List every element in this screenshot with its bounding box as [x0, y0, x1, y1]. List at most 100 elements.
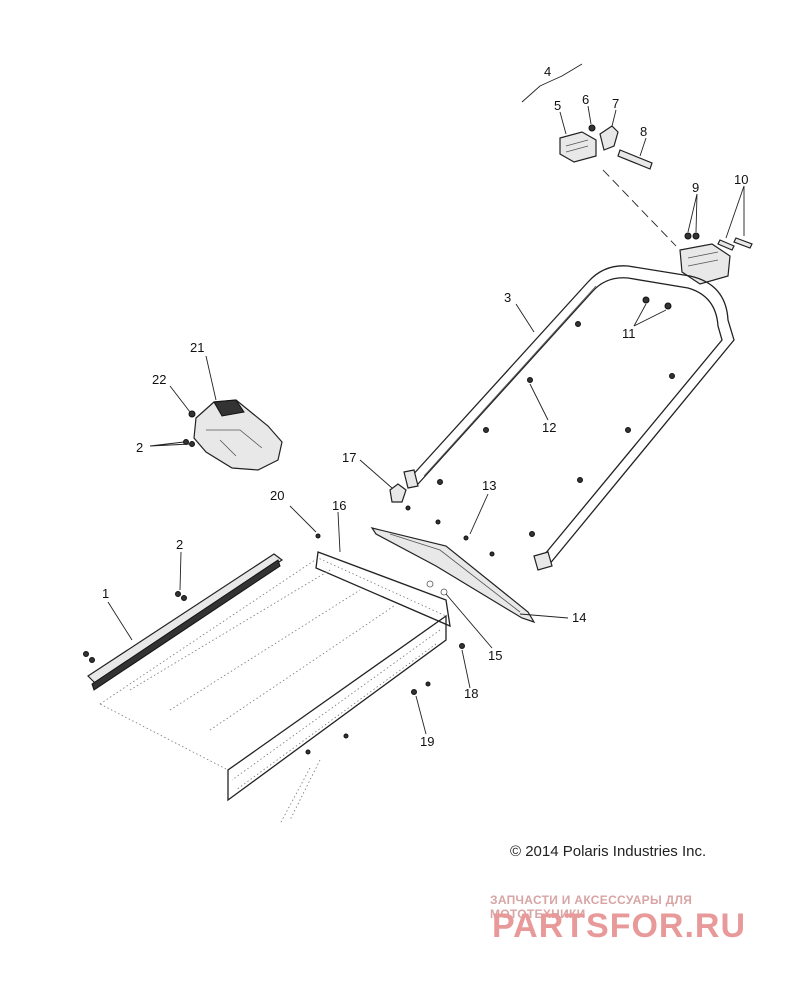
trim-strip-body: [370, 527, 536, 624]
callout-4-brace: [521, 63, 583, 103]
callout-17: 17: [342, 450, 356, 465]
bed-side-rib: [231, 629, 441, 791]
part-17-clip: [389, 483, 407, 503]
frame-tube-outer: [409, 265, 735, 567]
part-11-nut: [664, 302, 672, 310]
part-2-screw: [181, 595, 187, 601]
leader-lines: [107, 105, 745, 735]
callout-8: 8: [640, 124, 647, 139]
bed-fastener: [305, 749, 311, 755]
part-13-screw: [463, 535, 469, 541]
bed-front-lip: [315, 551, 451, 628]
side-rail-base: [91, 559, 281, 691]
leader-2a: [179, 551, 182, 591]
callout-7: 7: [612, 96, 619, 111]
mount-bracket: [679, 243, 731, 285]
part-5-bracket: [559, 131, 597, 163]
part-13-screw: [405, 505, 411, 511]
frame-fastener: [527, 377, 533, 383]
part-10-bolt-b: [733, 237, 753, 249]
callout-9: 9: [692, 180, 699, 195]
part-10-bolt-a: [717, 239, 735, 251]
part-9-nut-a: [684, 232, 692, 240]
part-16-bed-panel: [99, 533, 465, 825]
callouts: 1 2 2 3 4 5 6 7 8 9 10 11 12 13 14 15 16…: [102, 64, 748, 749]
bed-surface-lines: [129, 569, 395, 731]
frame-fastener: [529, 531, 535, 537]
rail-fastener: [89, 657, 95, 663]
watermark-tagline: ЗАПЧАСТИ И АКСЕССУАРЫ ДЛЯ МОТОТЕХНИКИ: [490, 893, 693, 921]
part-20-screw: [315, 533, 321, 539]
part-7-clip: [599, 125, 619, 151]
callout-13: 13: [482, 478, 496, 493]
part-1-side-rail: [83, 553, 284, 691]
part-13-screw: [489, 551, 495, 557]
leader-12: [529, 383, 549, 421]
part-14-trim-strip: [370, 505, 536, 624]
frame-fastener: [577, 477, 583, 483]
leader-6: [587, 105, 592, 125]
callout-22: 22: [152, 372, 166, 387]
part-11-nut: [642, 296, 650, 304]
callout-12: 12: [542, 420, 556, 435]
trim-strip-edge: [389, 533, 521, 613]
watermark-logo: PARTSFOR.RU: [492, 907, 746, 945]
watermark-logo-text: PARTSFOR.RU: [492, 907, 746, 945]
leader-16: [337, 511, 341, 553]
frame-fastener: [669, 373, 675, 379]
leader-2b: [149, 441, 191, 447]
leader-8: [639, 137, 647, 157]
part-22-screw: [188, 410, 196, 418]
callout-10: 10: [734, 172, 748, 187]
part-5-bracket-detail: [565, 139, 589, 153]
frame-tube-end-right: [533, 551, 553, 571]
callout-15: 15: [488, 648, 502, 663]
part-2-screw: [175, 591, 181, 597]
callout-4: 4: [544, 64, 551, 79]
frame-fastener: [437, 479, 443, 485]
callout-16: 16: [332, 498, 346, 513]
frame-tube-highlight: [423, 285, 597, 477]
bed-corner-detail: [279, 759, 321, 825]
part-8-pin: [617, 149, 653, 170]
leader-3: [515, 303, 535, 333]
part-3-frame-tube: [403, 265, 735, 571]
callout-3: 3: [504, 290, 511, 305]
leader-11: [633, 303, 667, 327]
leader-15: [445, 593, 493, 649]
part-15-washer: [440, 588, 448, 596]
part-9-nut-b: [692, 232, 700, 240]
frame-mount: [679, 232, 753, 285]
leader-1: [107, 601, 133, 641]
leader-21: [205, 355, 217, 401]
leader-22: [169, 385, 191, 413]
part-15-washer: [426, 580, 434, 588]
leader-9: [687, 193, 698, 233]
leader-13: [469, 493, 489, 535]
frame-fastener: [575, 321, 581, 327]
part-19-screw: [411, 689, 417, 695]
alignment-line: [602, 169, 677, 247]
callout-19: 19: [420, 734, 434, 749]
part-2-screw: [189, 441, 195, 447]
part-6-screw: [588, 124, 596, 132]
hinge-assembly: [521, 63, 677, 247]
callout-6: 6: [582, 92, 589, 107]
leader-14: [519, 613, 569, 619]
callout-21: 21: [190, 340, 204, 355]
frame-tube-end-left: [403, 469, 419, 489]
leader-17: [359, 459, 393, 489]
mount-bracket-detail: [687, 251, 719, 267]
callout-5: 5: [554, 98, 561, 113]
part-13-screw: [435, 519, 441, 525]
callout-2: 2: [176, 537, 183, 552]
housing-top: [213, 399, 245, 417]
copyright-notice: © 2014 Polaris Industries Inc.: [510, 843, 707, 860]
frame-fastener: [483, 427, 489, 433]
side-rail-body: [87, 553, 284, 685]
part-18-screw: [459, 643, 465, 649]
leader-10: [725, 185, 745, 239]
leader-7: [611, 109, 617, 127]
housing-detail: [206, 429, 263, 457]
